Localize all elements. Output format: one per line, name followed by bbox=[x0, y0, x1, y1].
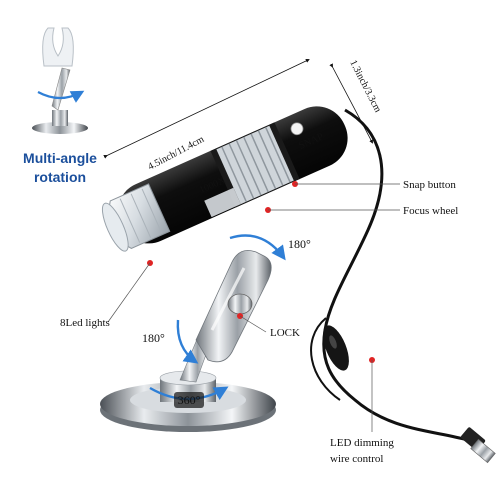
inset-base bbox=[32, 122, 88, 134]
callout-snap-button: Snap button bbox=[292, 179, 456, 191]
inset-title-line2: rotation bbox=[34, 169, 86, 185]
inset-title-line1: Multi-angle bbox=[23, 150, 97, 166]
inset-device-ghost bbox=[42, 27, 74, 67]
rotation-inset: Multi-angle rotation bbox=[23, 27, 97, 185]
callout-led-dimming: LED dimming wire control bbox=[330, 357, 394, 465]
svg-text:8Led lights: 8Led lights bbox=[60, 317, 110, 329]
left-angle-label: 180° bbox=[142, 331, 165, 345]
length-dimension-line bbox=[103, 59, 310, 159]
dimming-controller bbox=[323, 325, 349, 371]
inset-rotate-arrow-icon bbox=[37, 90, 85, 103]
svg-text:wire control: wire control bbox=[330, 453, 383, 465]
svg-text:Focus wheel: Focus wheel bbox=[403, 205, 458, 217]
base-angle-badge bbox=[174, 392, 204, 408]
callout-led-lights: 8Led lights bbox=[60, 260, 153, 329]
usb-cable-loop bbox=[310, 317, 341, 401]
svg-text:Snap button: Snap button bbox=[403, 179, 456, 191]
diameter-dimension-line bbox=[329, 63, 373, 144]
svg-text:LOCK: LOCK bbox=[270, 327, 300, 339]
microscope-body: SNAP 1000X bbox=[101, 106, 348, 252]
callout-focus-wheel: Focus wheel bbox=[265, 205, 458, 217]
usb-cable bbox=[322, 108, 469, 442]
inset-stand bbox=[52, 110, 68, 126]
inset-arm bbox=[51, 67, 71, 111]
top-angle-label: 180° bbox=[288, 237, 311, 251]
stand-arm bbox=[179, 249, 272, 383]
clamp-ring bbox=[204, 187, 241, 218]
callout-lock: LOCK bbox=[237, 313, 300, 339]
usb-plug bbox=[460, 427, 496, 464]
base-angle-label: 360° bbox=[178, 393, 201, 407]
arm-top-rotate-arrow-icon bbox=[229, 234, 286, 261]
lock-knob-icon bbox=[227, 293, 253, 315]
svg-text:LED dimming: LED dimming bbox=[330, 437, 394, 449]
arm-left-rotate-arrow-icon bbox=[176, 319, 199, 364]
